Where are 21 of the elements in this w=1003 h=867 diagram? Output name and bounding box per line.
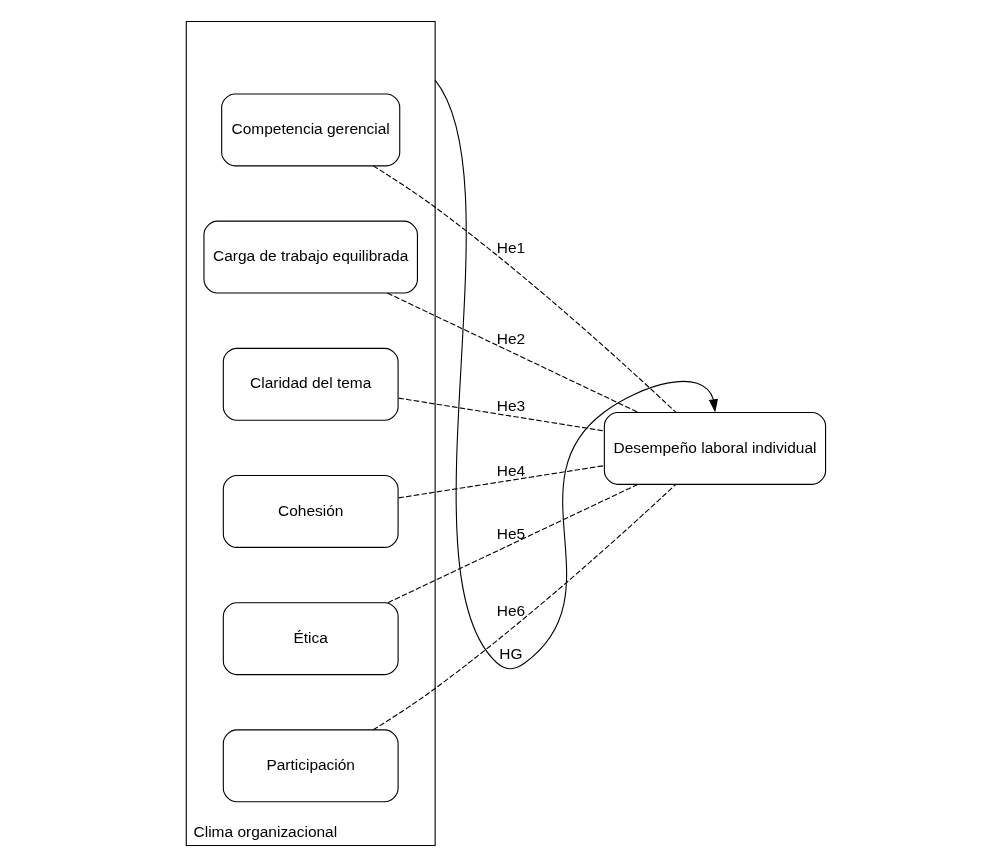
node-box: Claridad del tema (222, 347, 399, 421)
edge-label: He6 (496, 601, 526, 619)
node-box: Cohesión (222, 474, 399, 548)
connector (372, 484, 677, 731)
node-box: Desempeño laboral individual (603, 411, 827, 485)
connector (398, 465, 605, 499)
edge-label: He3 (496, 397, 526, 415)
arrow (434, 79, 719, 670)
node-box: Competencia gerencial (221, 93, 401, 167)
node-box: Carga de trabajo equilibrada (203, 220, 418, 294)
connector (398, 397, 605, 432)
connector (386, 292, 639, 413)
connector (387, 483, 639, 604)
edge-label: He5 (496, 525, 526, 543)
edge-label: HG (499, 644, 523, 662)
edge-label: He2 (496, 329, 526, 347)
node-box: Ética (222, 602, 399, 676)
edge-label: He1 (496, 238, 526, 256)
edge-label: He4 (496, 462, 526, 480)
connector (372, 165, 677, 413)
node-box: Participación (222, 729, 399, 803)
